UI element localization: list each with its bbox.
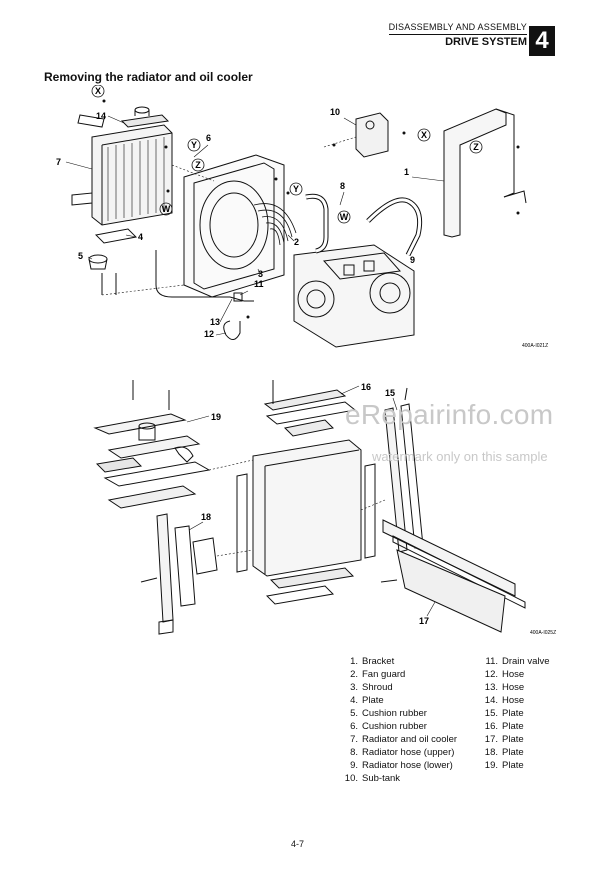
- figure-code: 400A-I021Z: [522, 343, 548, 349]
- list-item: 12.Hose: [484, 669, 525, 680]
- callout-number: 4: [138, 232, 143, 242]
- callout-number: 10: [330, 107, 340, 117]
- callout-number: 5: [78, 251, 83, 261]
- list-item: 4.Plate: [350, 695, 384, 706]
- marker-letter: X: [95, 86, 101, 96]
- list-item: 3.Shroud: [350, 682, 393, 693]
- marker-letter: W: [162, 204, 171, 214]
- callout-number: 9: [410, 255, 415, 265]
- callout-number: 19: [211, 412, 221, 422]
- callout-number: 2: [294, 237, 299, 247]
- callout-number: 18: [201, 512, 211, 522]
- list-item: 18.Plate: [484, 747, 524, 758]
- list-item: 14.Hose: [484, 695, 525, 706]
- list-item: 7.Radiator and oil cooler: [350, 734, 458, 745]
- list-item: 15.Plate: [484, 708, 524, 719]
- callout-number: 7: [56, 157, 61, 167]
- section-title: DISASSEMBLY AND ASSEMBLY: [388, 22, 527, 32]
- marker-letter: Y: [293, 184, 299, 194]
- radiator-exploded-diagram: X Y Z W Y Z W X 14 6 7 10 1 8 4 5 2 3 11…: [56, 85, 548, 349]
- plates-exploded-diagram: 16 15 19 18 17 400A-I025Z: [93, 380, 556, 636]
- marker-letter: W: [340, 212, 349, 222]
- callout-number: 17: [419, 616, 429, 626]
- list-item: 1.Bracket: [350, 656, 395, 667]
- marker-letter: Z: [195, 160, 201, 170]
- callout-number: 8: [340, 181, 345, 191]
- callout-number: 15: [385, 388, 395, 398]
- parts-list-right: 11.Drain valve 12.Hose 13.Hose 14.Hose 1…: [478, 655, 550, 772]
- list-item: 11.Drain valve: [485, 656, 550, 667]
- list-item: 19.Plate: [484, 760, 524, 771]
- subsection-title: DRIVE SYSTEM: [445, 36, 527, 48]
- watermark-text: eRepairinfo.com: [345, 399, 554, 430]
- page-number: 4-7: [291, 839, 305, 849]
- list-item: 10.Sub-tank: [344, 773, 401, 784]
- marker-letter: Y: [191, 140, 197, 150]
- callout-number: 11: [254, 279, 264, 289]
- figure-code: 400A-I025Z: [530, 630, 556, 636]
- list-item: 2.Fan guard: [350, 669, 406, 680]
- chapter-badge: 4: [529, 26, 555, 56]
- callout-number: 12: [204, 329, 214, 339]
- list-item: 13.Hose: [484, 682, 525, 693]
- callout-number: 6: [206, 133, 211, 143]
- callout-number: 1: [404, 167, 409, 177]
- list-item: 16.Plate: [484, 721, 524, 732]
- header-rule: [389, 34, 527, 35]
- callout-number: 16: [361, 382, 371, 392]
- list-item: 8.Radiator hose (upper): [350, 747, 455, 758]
- callout-number: 14: [96, 111, 106, 121]
- list-item: 6.Cushion rubber: [350, 721, 427, 732]
- list-item: 17.Plate: [484, 734, 524, 745]
- marker-letter: Z: [473, 142, 479, 152]
- callout-number: 3: [258, 269, 263, 279]
- parts-list-left: 1.Bracket 2.Fan guard 3.Shroud 4.Plate 5…: [338, 655, 457, 785]
- callout-number: 13: [210, 317, 220, 327]
- list-item: 9.Radiator hose (lower): [350, 760, 453, 771]
- page-title: Removing the radiator and oil cooler: [44, 70, 253, 84]
- marker-letter: X: [421, 130, 427, 140]
- watermark-subtext: watermark only on this sample: [372, 449, 548, 464]
- list-item: 5.Cushion rubber: [350, 708, 427, 719]
